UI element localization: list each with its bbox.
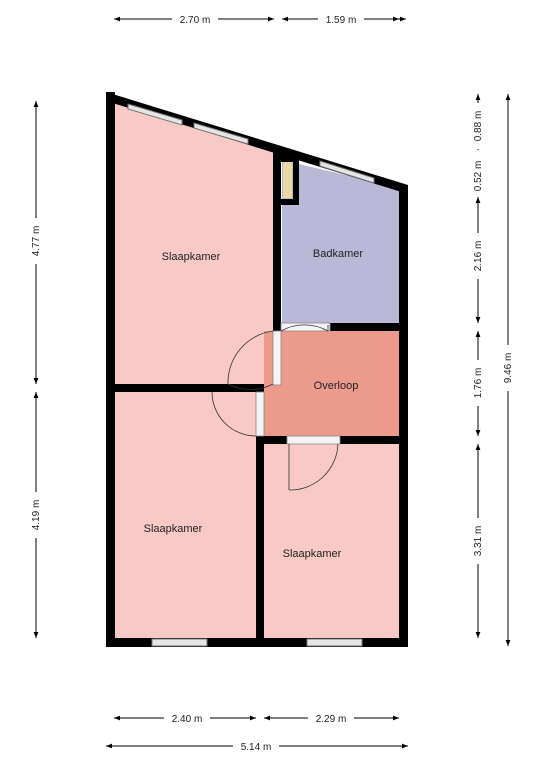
- dim-bottom-left: 2.40 m: [172, 714, 203, 725]
- windows: [127, 103, 375, 647]
- room-label-bathroom: Badkamer: [313, 248, 363, 260]
- bedroom-bottom-left-fill: [114, 391, 256, 638]
- dim-right-2: 0.52 m: [473, 161, 484, 192]
- doors: [211, 322, 341, 491]
- bedroom-bottom-right-fill: [264, 444, 400, 638]
- landing-fill: [264, 331, 400, 437]
- dim-left-lower: 4.19 m: [31, 500, 42, 531]
- dim-right-3: 2.16 m: [473, 241, 484, 272]
- storage-niche: [283, 162, 292, 198]
- dim-bottom-right: 2.29 m: [316, 714, 347, 725]
- dim-right-4: 1.76 m: [473, 368, 484, 399]
- dim-top-left: 2.70 m: [180, 15, 211, 26]
- room-label-bedroom-bottom-right: Slaapkamer: [283, 548, 342, 560]
- dim-top-right: 1.59 m: [326, 15, 357, 26]
- room-label-bedroom-top: Slaapkamer: [162, 251, 221, 263]
- dim-right-total: 9.46 m: [503, 353, 514, 384]
- bathroom-fill: [282, 160, 400, 325]
- room-label-landing: Overloop: [314, 380, 359, 392]
- dim-right-5: 3.31 m: [473, 526, 484, 557]
- dim-bottom-total: 5.14 m: [241, 742, 272, 753]
- bedroom-top-fill: [114, 103, 275, 385]
- dim-left-upper: 4.77 m: [31, 226, 42, 257]
- dim-right-1: 0.88 m: [473, 111, 484, 142]
- dimension-label-backgrounds: [29, 12, 515, 753]
- room-label-bedroom-bottom-left: Slaapkamer: [144, 523, 203, 535]
